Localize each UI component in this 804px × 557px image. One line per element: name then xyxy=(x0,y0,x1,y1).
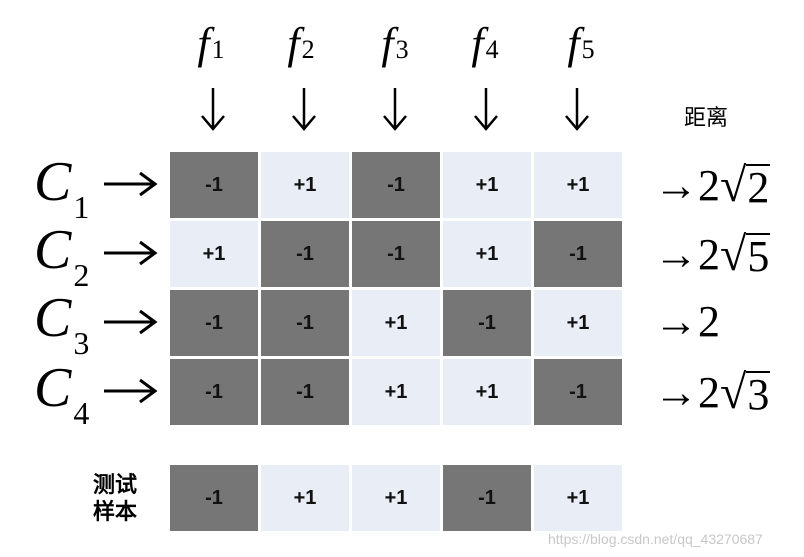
code-cell: +1 xyxy=(352,290,440,356)
test-cell: +1 xyxy=(352,465,440,531)
distance-prefix: →2 xyxy=(654,368,720,417)
distance-value-3: →2 xyxy=(654,300,720,344)
feature-letter: f xyxy=(287,19,300,68)
distance-radicand: 2 xyxy=(746,163,771,212)
class-letter: C xyxy=(34,219,72,281)
class-letter: C xyxy=(34,357,72,419)
code-cell: +1 xyxy=(170,221,258,287)
code-cell: -1 xyxy=(170,290,258,356)
sqrt-symbol: √5 xyxy=(720,228,771,281)
class-letter: C xyxy=(34,151,72,213)
distance-column-title: 距离 xyxy=(684,106,729,131)
feature-subscript: 4 xyxy=(485,35,499,64)
class-label-2: C2 xyxy=(34,219,89,291)
right-arrow-icon xyxy=(102,169,158,199)
feature-subscript: 3 xyxy=(395,35,409,64)
code-cell: -1 xyxy=(352,152,440,218)
class-label-3: C3 xyxy=(34,287,89,359)
class-subscript: 3 xyxy=(73,325,90,361)
distance-value-2: →2√5 xyxy=(654,228,771,281)
test-sample-label: 测试 样本 xyxy=(80,472,150,526)
feature-label-1: f1 xyxy=(166,22,256,66)
code-cell: -1 xyxy=(170,152,258,218)
test-sample-label-line2: 样本 xyxy=(92,500,137,525)
code-cell: -1 xyxy=(534,221,622,287)
class-label-4: C4 xyxy=(34,357,89,429)
code-cell: -1 xyxy=(261,359,349,425)
distance-prefix: →2 xyxy=(654,230,720,279)
distance-value-4: →2√3 xyxy=(654,366,771,419)
test-cell: +1 xyxy=(534,465,622,531)
down-arrow-icon xyxy=(471,86,501,132)
distance-radicand: 3 xyxy=(746,370,771,419)
code-cell: +1 xyxy=(534,152,622,218)
code-cell: +1 xyxy=(443,221,531,287)
distance-prefix: →2 xyxy=(654,161,720,210)
down-arrow-icon xyxy=(198,86,228,132)
feature-letter: f xyxy=(197,19,210,68)
code-cell: -1 xyxy=(261,290,349,356)
distance-prefix: →2 xyxy=(654,297,720,346)
test-sample-label-line1: 测试 xyxy=(92,473,137,498)
right-arrow-icon xyxy=(102,307,158,337)
test-cell: -1 xyxy=(170,465,258,531)
test-cell: -1 xyxy=(443,465,531,531)
class-subscript: 1 xyxy=(73,189,90,225)
code-cell: -1 xyxy=(443,290,531,356)
feature-letter: f xyxy=(471,19,484,68)
down-arrow-icon xyxy=(562,86,592,132)
class-subscript: 4 xyxy=(73,395,90,431)
code-cell: +1 xyxy=(443,359,531,425)
sqrt-symbol: √3 xyxy=(720,366,771,419)
feature-label-3: f3 xyxy=(350,22,440,66)
right-arrow-icon xyxy=(102,376,158,406)
code-cell: +1 xyxy=(352,359,440,425)
right-arrow-icon xyxy=(102,238,158,268)
class-letter: C xyxy=(34,287,72,349)
feature-label-2: f2 xyxy=(256,22,346,66)
feature-subscript: 5 xyxy=(581,35,595,64)
feature-subscript: 2 xyxy=(301,35,315,64)
code-cell: -1 xyxy=(261,221,349,287)
code-cell: -1 xyxy=(170,359,258,425)
code-cell: +1 xyxy=(443,152,531,218)
code-cell: -1 xyxy=(534,359,622,425)
code-cell: +1 xyxy=(261,152,349,218)
feature-letter: f xyxy=(567,19,580,68)
code-cell: -1 xyxy=(352,221,440,287)
class-subscript: 2 xyxy=(73,257,90,293)
feature-letter: f xyxy=(381,19,394,68)
code-cell: +1 xyxy=(534,290,622,356)
feature-label-5: f5 xyxy=(536,22,626,66)
class-label-1: C1 xyxy=(34,151,89,223)
sqrt-symbol: √2 xyxy=(720,159,771,212)
watermark-text: https://blog.csdn.net/qq_43270687 xyxy=(548,531,763,547)
distance-radicand: 5 xyxy=(746,232,771,281)
test-cell: +1 xyxy=(261,465,349,531)
distance-value-1: →2√2 xyxy=(654,159,771,212)
down-arrow-icon xyxy=(289,86,319,132)
feature-subscript: 1 xyxy=(211,35,225,64)
feature-label-4: f4 xyxy=(440,22,530,66)
down-arrow-icon xyxy=(380,86,410,132)
